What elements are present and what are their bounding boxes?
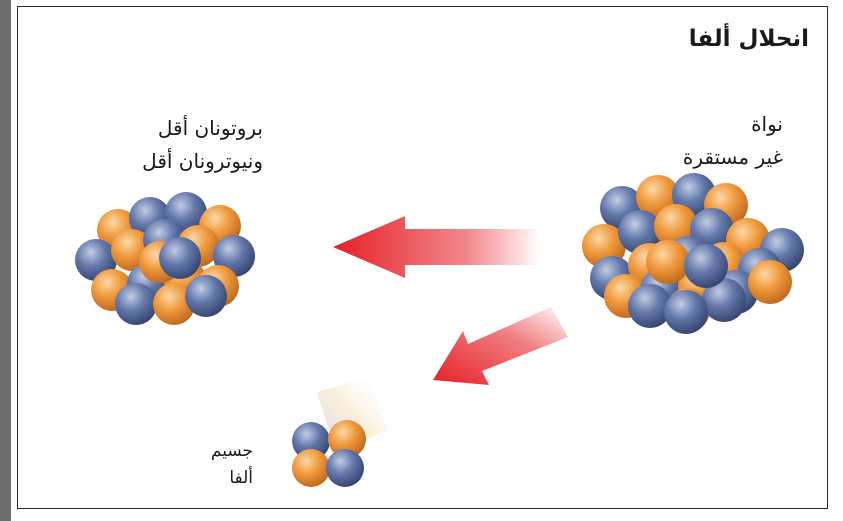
- alpha-particle-label: جسيم ألفا: [211, 438, 253, 492]
- neutron-sphere: [664, 290, 708, 334]
- alpha-particle-label-line2: ألفا: [229, 468, 253, 488]
- neutron-sphere: [159, 237, 201, 279]
- proton-sphere: [748, 260, 792, 304]
- neutron-sphere: [115, 283, 157, 325]
- neutron-sphere: [618, 210, 662, 254]
- product-nucleus-label: بروتونان أقل ونيوترونان أقل: [142, 112, 263, 178]
- alpha-particle-label-line1: جسيم: [210, 441, 253, 461]
- unstable-nucleus-label: نواة غير مستقرة: [683, 108, 783, 174]
- proton-sphere: [646, 240, 690, 284]
- neutron-sphere: [702, 278, 746, 322]
- unstable-nucleus-label-line1: نواة: [751, 112, 783, 136]
- proton-sphere: [292, 449, 330, 487]
- neutron-sphere: [185, 275, 227, 317]
- neutron-sphere: [292, 422, 330, 460]
- decay-arrow-horizontal: [333, 216, 540, 278]
- neutron-sphere: [326, 449, 364, 487]
- left-edge-bar: [0, 0, 11, 521]
- product-nucleus: [75, 192, 255, 325]
- unstable-nucleus-label-line2: غير مستقرة: [682, 145, 783, 169]
- proton-sphere: [153, 283, 195, 325]
- neutron-sphere: [628, 284, 672, 328]
- proton-sphere: [328, 420, 366, 458]
- neutron-sphere: [684, 244, 728, 288]
- unstable-nucleus: [582, 173, 804, 334]
- decay-arrow-diagonal: [433, 307, 568, 385]
- diagram-title: انحلال ألفا: [688, 26, 809, 52]
- alpha-particle: [292, 420, 366, 487]
- product-nucleus-label-line1: بروتونان أقل: [157, 116, 263, 140]
- product-nucleus-label-line2: ونيوترونان أقل: [142, 149, 263, 173]
